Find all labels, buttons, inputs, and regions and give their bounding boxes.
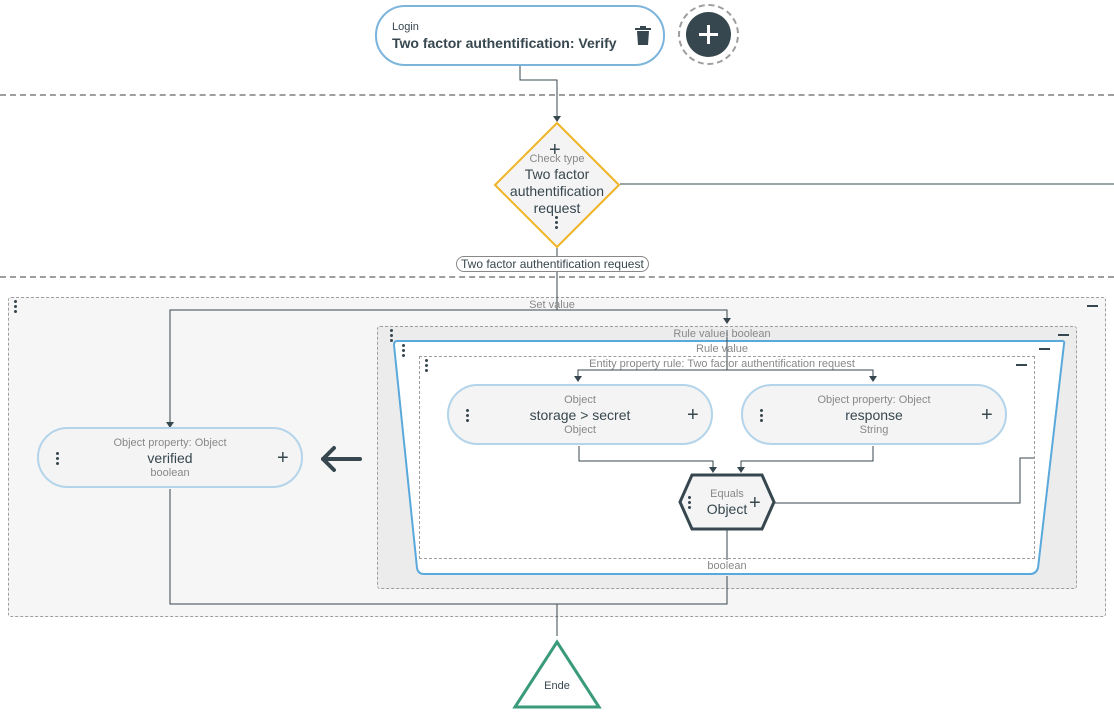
response-node[interactable]: Object property: Object response String …	[741, 384, 1007, 445]
trash-icon[interactable]	[634, 26, 652, 46]
check-type-diamond	[493, 121, 621, 249]
check-type-title-line1: Two factor	[524, 166, 590, 182]
equals-node-title: Object	[706, 501, 748, 517]
check-type-label: Check type	[529, 153, 585, 165]
set-value-collapse-button[interactable]	[1087, 305, 1098, 307]
arrow-left-icon	[321, 446, 362, 472]
login-verify-node[interactable]: Login Two factor authentification: Verif…	[375, 5, 665, 66]
end-triangle	[512, 639, 602, 709]
rule-value-output-type: boolean	[707, 560, 747, 572]
edge-label: Two factor authentification request	[456, 256, 649, 272]
response-node-subtype: String	[859, 424, 889, 436]
equals-hexagon	[678, 473, 776, 531]
storage-node-add-button[interactable]: +	[687, 404, 699, 426]
set-value-menu-button[interactable]	[14, 300, 17, 315]
entity-property-rule-label: Entity property rule: Two factor authent…	[589, 358, 855, 370]
response-node-menu-button[interactable]	[760, 409, 763, 424]
rule-value-boolean-menu-button[interactable]	[390, 329, 393, 344]
rule-value-menu-button[interactable]	[402, 344, 405, 359]
verified-node-add-button[interactable]: +	[277, 447, 289, 469]
response-node-add-button[interactable]: +	[981, 404, 993, 426]
end-node-label[interactable]: Ende	[544, 680, 570, 692]
rule-value-label: Rule value	[696, 343, 748, 355]
verified-node[interactable]: Object property: Object verified boolean…	[37, 427, 303, 488]
storage-secret-node[interactable]: Object storage > secret Object +	[447, 384, 713, 445]
login-node-type-label: Login	[392, 21, 419, 33]
entity-property-rule-frame[interactable]	[419, 356, 1035, 559]
verified-node-type-label: Object property: Object	[113, 437, 227, 449]
verified-node-title: verified	[147, 450, 193, 466]
login-node-title: Two factor authentification: Verify	[392, 35, 617, 51]
storage-node-subtype: Object	[564, 424, 596, 436]
check-type-title-line2: authentification	[509, 183, 605, 199]
rule-value-boolean-label: Rule value: boolean	[673, 328, 771, 340]
rule-value-collapse-button[interactable]	[1039, 348, 1050, 350]
set-value-label: Set value	[529, 299, 575, 311]
add-circle-icon[interactable]	[678, 4, 739, 65]
response-node-type-label: Object property: Object	[817, 394, 931, 406]
rule-value-boolean-collapse-button[interactable]	[1058, 334, 1069, 336]
storage-node-type-label: Object	[564, 394, 596, 406]
storage-node-title: storage > secret	[529, 407, 631, 423]
check-type-title-line3: request	[533, 200, 581, 216]
check-type-menu-button[interactable]	[555, 216, 558, 231]
equals-node-type-label: Equals	[710, 488, 744, 500]
equals-node-add-button[interactable]: +	[749, 492, 761, 514]
check-type-add-button[interactable]: +	[549, 139, 561, 161]
verified-node-menu-button[interactable]	[56, 452, 59, 467]
entity-rule-menu-button[interactable]	[425, 359, 428, 374]
storage-node-menu-button[interactable]	[466, 409, 469, 424]
entity-rule-collapse-button[interactable]	[1016, 364, 1027, 366]
verified-node-subtype: boolean	[150, 467, 190, 479]
equals-node-menu-button[interactable]	[688, 496, 691, 511]
response-node-title: response	[845, 407, 903, 423]
